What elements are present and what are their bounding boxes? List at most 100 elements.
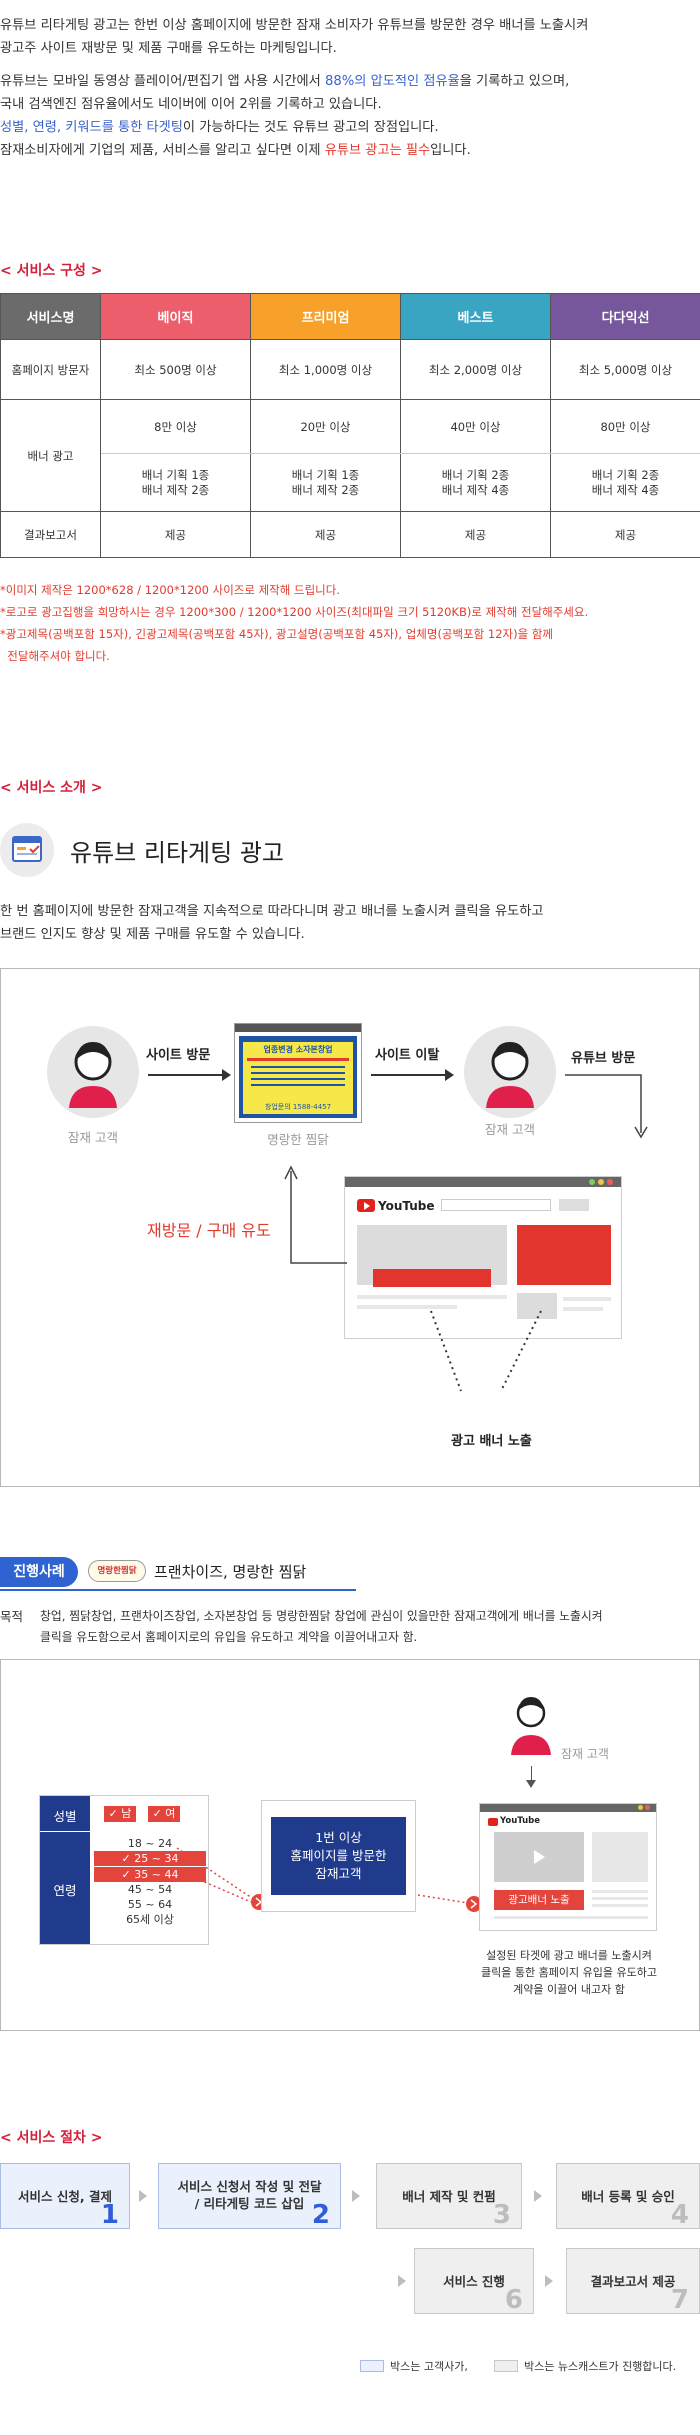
desc-line: 브랜드 인지도 향상 및 제품 구매를 유도할 수 있습니다. bbox=[0, 927, 305, 942]
legend-company-swatch bbox=[494, 2360, 518, 2372]
legend-customer-text: 박스는 고객사가, bbox=[390, 2360, 468, 2373]
row-label: 결과보고서 bbox=[0, 511, 101, 558]
note-line: *로고로 광고집행을 희망하시는 경우 1200*300 / 1200*1200… bbox=[0, 605, 589, 619]
table-row: 배너 광고 8만 이상 20만 이상 40만 이상 80만 이상 bbox=[0, 399, 700, 512]
table-cell: 최소 500명 이상 bbox=[100, 339, 251, 400]
step-3: 배너 제작 및 컨펌 3 bbox=[376, 2163, 522, 2230]
gender-female-checkbox[interactable]: ✓ 여 bbox=[148, 1806, 180, 1822]
case-badge: 진행사례 bbox=[0, 1557, 78, 1587]
ad-banner-side bbox=[517, 1225, 611, 1285]
youtube-play-icon bbox=[488, 1818, 498, 1826]
table-cell: 최소 1,000명 이상 bbox=[250, 339, 401, 400]
dotted-pointer-lines bbox=[430, 1310, 542, 1392]
production-notes: *이미지 제작은 1200*628 / 1200*1200 사이즈로 제작해 드… bbox=[0, 579, 700, 667]
age-option-selected[interactable]: ✓ 25 ~ 34 bbox=[94, 1851, 206, 1866]
gender-male-checkbox[interactable]: ✓ 남 bbox=[104, 1806, 136, 1822]
note-line: *이미지 제작은 1200*628 / 1200*1200 사이즈로 제작해 드… bbox=[0, 583, 340, 597]
dotted-arrow-left bbox=[176, 1847, 267, 1910]
step-4: 배너 등록 및 승인 4 bbox=[556, 2163, 700, 2230]
brand-logo: 명랑한찜닭 bbox=[88, 1560, 146, 1582]
thumbnail-contact: 창업문의 1588-4457 bbox=[264, 1103, 332, 1111]
purpose-label: 목적 bbox=[0, 1609, 24, 1624]
targeting-diagram: 성별 연령 ✓ 남 ✓ 여 18 ~ 24 ✓ 25 ~ 34 ✓ 35 ~ 4… bbox=[0, 1659, 700, 2031]
intro-line: 광고주 사이트 재방문 및 제품 구매를 유도하는 마케팅입니다. bbox=[0, 41, 337, 56]
age-option-selected[interactable]: ✓ 35 ~ 44 bbox=[94, 1867, 206, 1882]
step-1: 서비스 신청, 결제 1 bbox=[0, 2163, 130, 2230]
arrow-down-right-icon bbox=[565, 1074, 648, 1139]
composition-heading: < 서비스 구성 > bbox=[0, 263, 103, 279]
table-cell: 최소 2,000명 이상 bbox=[400, 339, 551, 400]
table-row: 결과보고서 제공 제공 제공 제공 bbox=[0, 511, 700, 558]
step-arrow-icon bbox=[139, 2190, 147, 2202]
dotted-arrow-right bbox=[417, 1894, 482, 1912]
result-text: 설정된 타겟에 광고 배너를 노출시켜 클릭을 통한 홈페이지 유입을 유도하고… bbox=[481, 1949, 657, 1996]
caption-brand: 명랑한 찜닭 bbox=[267, 1132, 329, 1147]
service-table: 서비스명 베이직 프리미엄 베스트 다다익선 홈페이지 방문자 최소 500명 … bbox=[0, 293, 700, 558]
label-revisit: 재방문 / 구매 유도 bbox=[147, 1221, 271, 1240]
age-option[interactable]: 55 ~ 64 bbox=[127, 1898, 173, 1911]
arrow-down-icon bbox=[526, 1780, 536, 1788]
browser-icon bbox=[0, 823, 54, 877]
targeting-panel: 성별 연령 ✓ 남 ✓ 여 18 ~ 24 ✓ 25 ~ 34 ✓ 35 ~ 4… bbox=[39, 1795, 209, 1945]
customer-avatar-icon bbox=[47, 1026, 139, 1118]
customer-caption: 잠재 고객 bbox=[561, 1747, 609, 1761]
gender-label: 성별 bbox=[53, 1809, 77, 1824]
note-line: 전달해주셔야 합니다. bbox=[0, 649, 110, 663]
age-option[interactable]: 18 ~ 24 bbox=[127, 1837, 173, 1850]
youtube-logo: YouTube bbox=[500, 1816, 541, 1826]
intro-section-desc: 한 번 홈페이지에 방문한 잠재고객을 지속적으로 따라다니며 광고 배너를 노… bbox=[0, 900, 700, 946]
arrow-line bbox=[531, 1766, 532, 1782]
step-arrow-icon bbox=[545, 2275, 553, 2287]
intro-section-title: 유튜브 리타게팅 광고 bbox=[70, 839, 284, 867]
step-7: 결과보고서 제공 7 bbox=[566, 2248, 700, 2315]
table-cell: 20만 이상 bbox=[250, 399, 401, 454]
ad-banner-button[interactable]: 광고배너 노출 bbox=[494, 1890, 584, 1910]
case-title: 프랜차이즈, 명랑한 찜닭 bbox=[154, 1563, 307, 1581]
case-underline bbox=[0, 1589, 356, 1591]
table-cell: 최소 5,000명 이상 bbox=[550, 339, 700, 400]
table-cell: 40만 이상 bbox=[400, 399, 551, 454]
note-line: *광고제목(공백포함 15자), 긴광고제목(공백포함 45자), 광고설명(공… bbox=[0, 627, 554, 641]
step-arrow-icon bbox=[398, 2275, 406, 2287]
arrow-line bbox=[371, 1074, 447, 1076]
intro-line: 유튜브 리타게팅 광고는 한번 이상 홈페이지에 방문한 잠재 소비자가 유튜브… bbox=[0, 18, 589, 33]
age-option[interactable]: 45 ~ 54 bbox=[127, 1883, 173, 1896]
ad-banner-red bbox=[373, 1269, 491, 1287]
desc-line: 한 번 홈페이지에 방문한 잠재고객을 지속적으로 따라다니며 광고 배너를 노… bbox=[0, 904, 544, 919]
row-label: 홈페이지 방문자 bbox=[0, 339, 101, 400]
intro-line: 성별, 연령, 키워드를 통한 타겟팅이 가능하다는 것도 유튜브 광고의 장점… bbox=[0, 120, 439, 135]
table-cell: 80만 이상 bbox=[550, 399, 700, 454]
label-banner-exposure: 광고 배너 노출 bbox=[451, 1434, 532, 1449]
table-cell: 제공 bbox=[250, 511, 401, 558]
purpose-line: 창업, 찜닭창업, 프랜차이즈창업, 소자본창업 등 명랑한찜닭 창업에 관심이… bbox=[40, 1609, 603, 1623]
table-cell: 제공 bbox=[550, 511, 700, 558]
col-header-basic: 베이직 bbox=[100, 293, 251, 340]
table-cell: 8만 이상 bbox=[100, 399, 251, 454]
intro-text: 유튜브 리타게팅 광고는 한번 이상 홈페이지에 방문한 잠재 소비자가 유튜브… bbox=[0, 14, 700, 162]
customer-avatar-icon bbox=[464, 1026, 556, 1118]
center-box: 1번 이상 홈페이지를 방문한 잠재고객 bbox=[271, 1817, 406, 1895]
arrow-head-icon bbox=[222, 1069, 231, 1081]
age-option[interactable]: 65세 이상 bbox=[126, 1913, 174, 1926]
customer-person-icon bbox=[509, 1693, 553, 1757]
procedure-heading: < 서비스 절차 > bbox=[0, 2130, 103, 2146]
step-arrow-icon bbox=[352, 2190, 360, 2202]
intro-section-heading: < 서비스 소개 > bbox=[0, 780, 103, 796]
legend-company-text: 박스는 뉴스캐스트가 진행합니다. bbox=[524, 2360, 677, 2373]
table-cell: 제공 bbox=[400, 511, 551, 558]
caption-customer-1: 잠재 고객 bbox=[68, 1130, 118, 1145]
legend-customer-swatch bbox=[360, 2360, 384, 2372]
arrow-return-icon bbox=[284, 1165, 347, 1264]
label-youtube-visit: 유튜브 방문 bbox=[571, 1051, 636, 1066]
purpose-text: 창업, 찜닭창업, 프랜차이즈창업, 소자본창업 등 명랑한찜닭 창업에 관심이… bbox=[40, 1606, 700, 1648]
label-site-visit: 사이트 방문 bbox=[146, 1048, 211, 1063]
table-row: 홈페이지 방문자 최소 500명 이상 최소 1,000명 이상 최소 2,00… bbox=[0, 339, 700, 400]
col-header-best: 베스트 bbox=[400, 293, 551, 340]
thumbnail-title: 업종변경 소자본창업 bbox=[263, 1045, 333, 1054]
col-header-premium: 프리미엄 bbox=[250, 293, 401, 340]
col-header-service: 서비스명 bbox=[0, 293, 101, 340]
